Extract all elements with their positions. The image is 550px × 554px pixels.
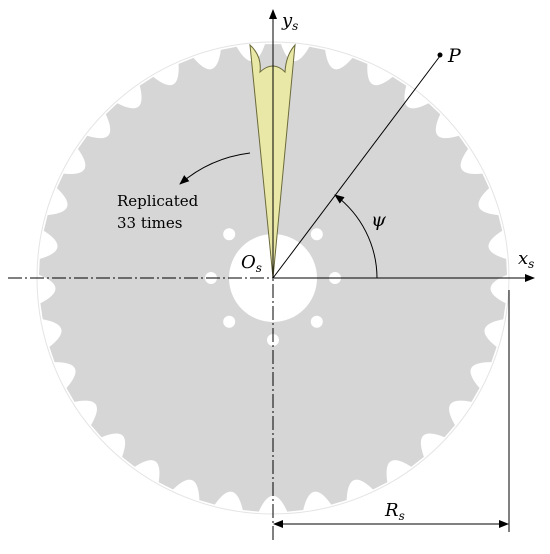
origin-label: Os xyxy=(241,252,262,275)
ray-to-P xyxy=(272,55,441,279)
point-P-dot xyxy=(437,52,443,58)
y-axis-label: ys xyxy=(281,10,298,33)
x-axis-label: xs xyxy=(518,248,534,271)
radius-label: Rs xyxy=(384,500,405,523)
point-label: P xyxy=(447,45,462,67)
annotation-line-1: Replicated xyxy=(117,192,199,210)
bolt-hole xyxy=(310,315,323,328)
angle-arc xyxy=(334,194,378,279)
angle-label: ψ xyxy=(371,209,387,231)
annotation-line-2: 33 times xyxy=(117,214,182,232)
bolt-hole xyxy=(310,228,323,241)
bolt-hole xyxy=(223,315,236,328)
replicated-arrow xyxy=(179,152,251,185)
bolt-hole xyxy=(223,228,236,241)
